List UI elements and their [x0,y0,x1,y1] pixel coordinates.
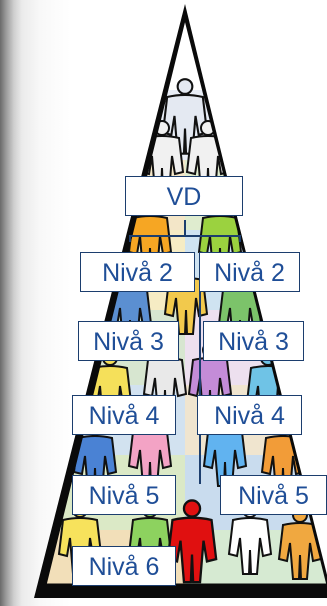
level-box-3-right: Nivå 3 [203,321,304,361]
org-connectors [129,220,241,484]
level-box-5-right: Nivå 5 [220,475,327,515]
level-box-3-left: Nivå 3 [78,321,179,361]
level-box-4-right: Nivå 4 [197,395,302,435]
level-box-5-left: Nivå 5 [72,475,176,515]
level-box-2-right: Nivå 2 [199,252,300,292]
level-box-vd: VD [125,176,243,216]
level-box-4-left: Nivå 4 [72,395,176,435]
level-box-2-left: Nivå 2 [80,252,195,292]
level-box-6: Nivå 6 [72,546,176,586]
